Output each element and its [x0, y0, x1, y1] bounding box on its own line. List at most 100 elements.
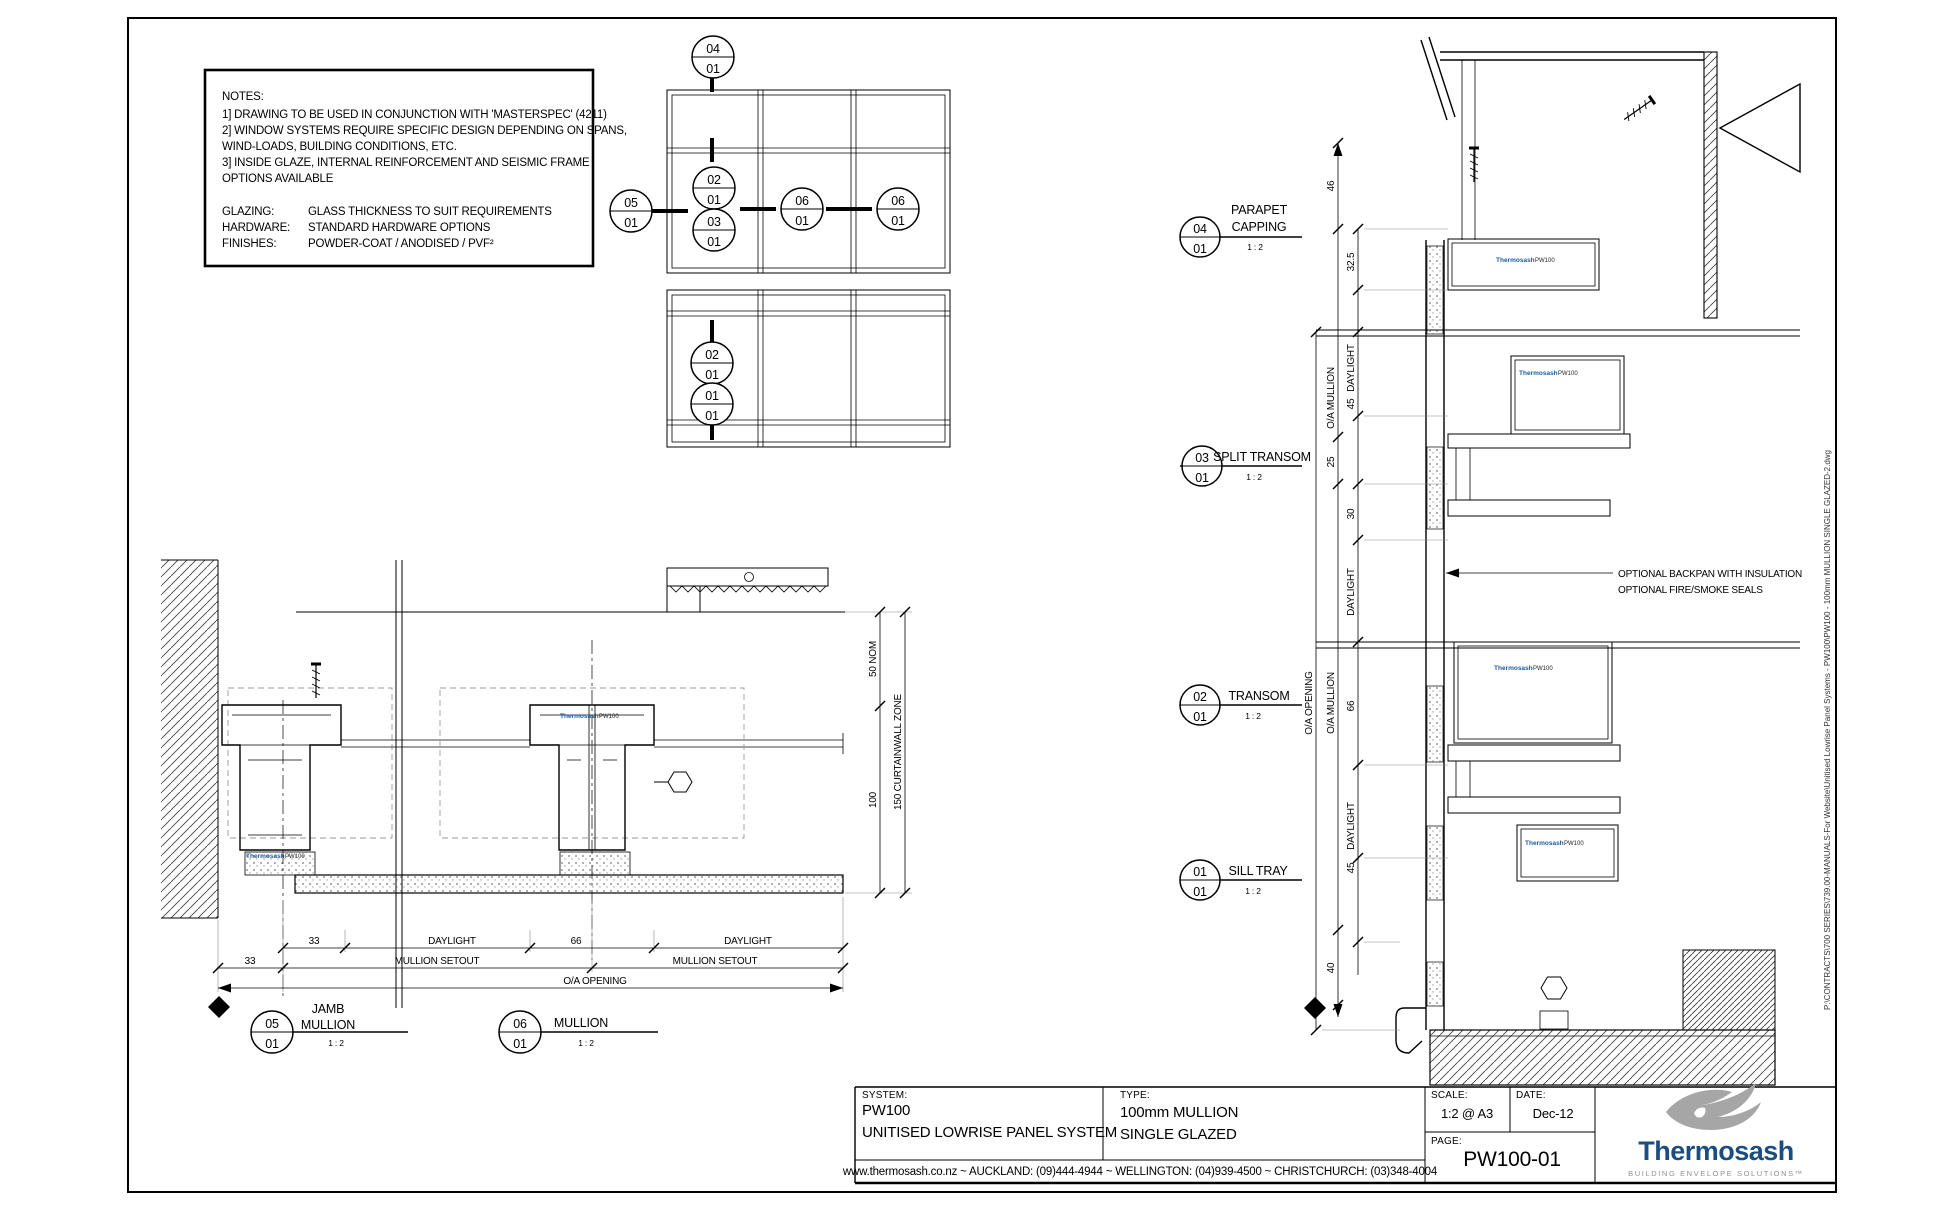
callout-02l-sheet: 01 [705, 368, 719, 382]
plan-right-dims: 50 NOM 100 150 CURTAINWALL ZONE [845, 606, 912, 899]
thermosash-mini-logo: Thermosash [1525, 840, 1564, 847]
mullion-extrusion: Thermosash PW100 [439, 687, 745, 851]
hardware-label: HARDWARE: [222, 222, 290, 234]
scale-value: 1:2 @ A3 [1441, 1106, 1493, 1121]
thermosash-mini-code: PW100 [1564, 841, 1584, 847]
dim-32-5: 32.5 [1346, 252, 1357, 271]
section-dim-chain: 46 32.5 DAYLIGHT 45 O/A MULLION 25 30 DA… [1304, 137, 1448, 1036]
thermosash-mini-code: PW100 [1535, 258, 1555, 264]
panel-parapet: Thermosash PW100 [1447, 238, 1600, 291]
panel-upper: Thermosash PW100 [1510, 355, 1625, 435]
note-2b: WIND-LOADS, BUILDING CONDITIONS, ETC. [222, 141, 457, 153]
callout-05-sheet: 01 [624, 216, 638, 230]
parapet-scale: 1 : 2 [1247, 242, 1263, 252]
jamb-label-1: JAMB [312, 1002, 345, 1016]
dim-66: 66 [571, 936, 582, 947]
jamb-mullion-callout: 05 01 JAMB MULLION 1 : 2 [250, 1002, 408, 1054]
note-1: 1] DRAWING TO BE USED IN CONJUNCTION WIT… [222, 109, 607, 121]
finishes-value: POWDER-COAT / ANODISED / PVF² [308, 238, 494, 250]
callout-01-lower: 01 01 [690, 382, 734, 426]
dim-33-a: 33 [309, 936, 320, 947]
sill-callout-detail: 01 [1193, 865, 1207, 879]
sill-tray-scale: 1 : 2 [1245, 886, 1261, 896]
dim-daylight-bot: DAYLIGHT [1346, 802, 1357, 850]
callout-02l-detail: 02 [705, 348, 719, 362]
plan-bottom-dims: 33 DAYLIGHT 66 DAYLIGHT 33 MULLION SETOU… [212, 897, 849, 993]
dim-daylight-mid: DAYLIGHT [1346, 568, 1357, 616]
split-transom-profiles [1447, 433, 1631, 517]
note-3b: OPTIONS AVAILABLE [222, 173, 334, 185]
panel-bolt [667, 771, 693, 793]
dim-oa-opening: O/A OPENING [563, 976, 627, 987]
mullion-callout-detail: 06 [513, 1017, 527, 1031]
dim-30: 30 [1346, 508, 1357, 519]
vertical-section: Thermosash PW100 Thermosash PW100 Thermo… [1179, 36, 1802, 1086]
dim-mullion-setout-left: MULLION SETOUT [395, 956, 480, 967]
callout-03: 03 01 [692, 208, 736, 252]
glazing-value: GLASS THICKNESS TO SUIT REQUIREMENTS [308, 206, 552, 218]
callout-01l-detail: 01 [705, 389, 719, 403]
dim-46: 46 [1326, 180, 1337, 191]
thermosash-mini-code: PW100 [599, 714, 619, 720]
jamb-extrusion: Thermosash PW100 [221, 662, 393, 860]
system-value-1: PW100 [862, 1102, 910, 1119]
callout-05: 05 01 [609, 189, 653, 233]
screw-icon [1467, 146, 1481, 184]
dim-40: 40 [1326, 962, 1337, 973]
panel-lower: Thermosash PW100 [1516, 824, 1619, 882]
thermosash-mini-code: PW100 [1558, 371, 1578, 377]
contact-footer: www.thermosash.co.nz ~ AUCKLAND: (09)444… [842, 1166, 1438, 1178]
transom-label: TRANSOM [1228, 689, 1289, 703]
page-value: PW100-01 [1463, 1148, 1561, 1171]
break-arrow-icon [1718, 82, 1801, 174]
callout-04-sheet: 01 [706, 62, 720, 76]
dim-daylight-left: DAYLIGHT [428, 936, 476, 947]
type-value-2: SINGLE GLAZED [1120, 1126, 1237, 1143]
masonry [1682, 949, 1776, 1031]
parapet-callout-sheet: 01 [1193, 242, 1207, 256]
screw-icon [309, 662, 323, 700]
callout-06b-sheet: 01 [891, 214, 905, 228]
date-label: DATE: [1516, 1090, 1546, 1101]
parapet-capping-assembly [1420, 36, 1801, 319]
file-path-stamp: P:\CONTRACTS\700 SERIES\739.00-MANUALS-F… [1823, 450, 1832, 1010]
finishes-label: FINISHES: [222, 238, 276, 250]
thermosash-logo: Thermosash BUILDING ENVELOPE SOLUTIONS™ [1628, 1083, 1802, 1178]
screw-icon [1619, 94, 1657, 126]
notes-title: NOTES: [222, 91, 264, 103]
dim-33-b: 33 [245, 956, 256, 967]
dim-150-curtainwall-zone: 150 CURTAINWALL ZONE [893, 693, 904, 810]
datum-diamond-icon [208, 996, 230, 1018]
annotation-fire-smoke: OPTIONAL FIRE/SMOKE SEALS [1618, 585, 1763, 596]
callout-04: 04 01 [691, 35, 735, 79]
section-cut-ticks [652, 78, 872, 440]
notes-box: NOTES: 1] DRAWING TO BE USED IN CONJUNCT… [203, 68, 627, 268]
transom-callout: 02 01 TRANSOM 1 : 2 [1179, 684, 1302, 726]
panel-rail [294, 874, 844, 894]
panel-mid: Thermosash PW100 [1453, 641, 1613, 744]
dim-daylight-right: DAYLIGHT [724, 936, 772, 947]
annotation-backpan: OPTIONAL BACKPAN WITH INSULATION [1618, 569, 1802, 580]
plan-details: Thermosash PW100 Thermosash PW100 [161, 559, 912, 1054]
dove-heart-icon [1694, 1107, 1706, 1118]
callout-06a-sheet: 01 [795, 214, 809, 228]
callout-06a: 06 01 [780, 187, 824, 231]
title-block: SYSTEM: PW100 UNITISED LOWRISE PANEL SYS… [842, 1083, 1836, 1185]
system-label: SYSTEM: [862, 1090, 907, 1101]
callout-02-detail: 02 [707, 173, 721, 187]
mullion-scale: 1 : 2 [578, 1038, 594, 1048]
thermosash-mini-logo: Thermosash [1496, 257, 1535, 264]
callout-01l-sheet: 01 [705, 409, 719, 423]
jamb-scale: 1 : 2 [328, 1038, 344, 1048]
date-value: Dec-12 [1533, 1106, 1574, 1121]
thermosash-mini-logo: Thermosash [1519, 370, 1558, 377]
callout-03-detail: 03 [707, 215, 721, 229]
note-2: 2] WINDOW SYSTEMS REQUIRE SPECIFIC DESIG… [222, 125, 627, 137]
seismic-clearance-mullion [439, 687, 745, 839]
callout-04-detail: 04 [706, 42, 720, 56]
callout-06a-detail: 06 [795, 194, 809, 208]
split-callout-sheet: 01 [1195, 471, 1209, 485]
sill-bolt [1540, 976, 1568, 1000]
dim-25: 25 [1326, 456, 1337, 467]
